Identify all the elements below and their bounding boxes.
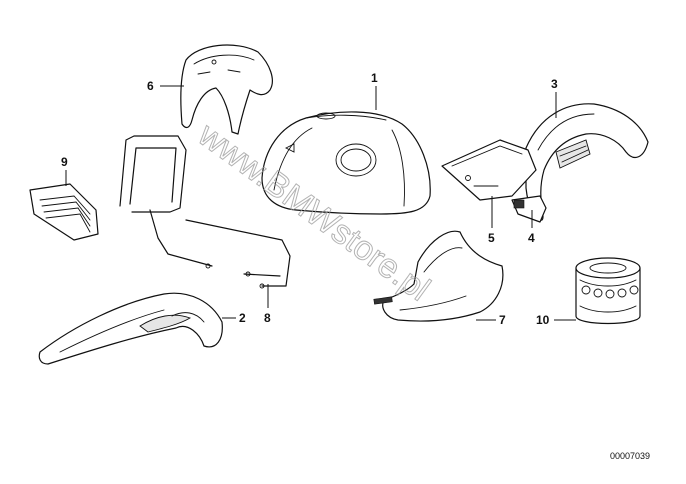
part-rear-mudguard bbox=[525, 103, 649, 221]
callout-7: 7 bbox=[499, 313, 506, 327]
callout-5: 5 bbox=[488, 231, 495, 245]
callout-6: 6 bbox=[147, 79, 154, 93]
callout-9: 9 bbox=[61, 155, 68, 169]
callout-1: 1 bbox=[371, 71, 378, 85]
callout-3: 3 bbox=[551, 77, 558, 91]
leader-lines bbox=[65, 85, 576, 321]
part-side-cover bbox=[373, 230, 504, 322]
part-headlight-cowl bbox=[180, 44, 273, 135]
callout-labels: 1 2 3 4 5 6 7 8 9 10 bbox=[61, 71, 558, 327]
callout-8: 8 bbox=[264, 311, 271, 325]
part-rear-bracket bbox=[511, 195, 547, 223]
part-vent-grille bbox=[29, 183, 99, 241]
part-fuel-tank bbox=[261, 111, 431, 215]
part-inner-tray bbox=[441, 139, 537, 201]
part-filter bbox=[575, 257, 641, 325]
callout-10: 10 bbox=[536, 313, 550, 327]
reference-number: 00007039 bbox=[610, 451, 650, 461]
part-front-mudguard bbox=[38, 292, 223, 365]
callout-2: 2 bbox=[239, 311, 246, 325]
callout-4: 4 bbox=[528, 231, 535, 245]
part-crash-bar bbox=[119, 135, 291, 289]
